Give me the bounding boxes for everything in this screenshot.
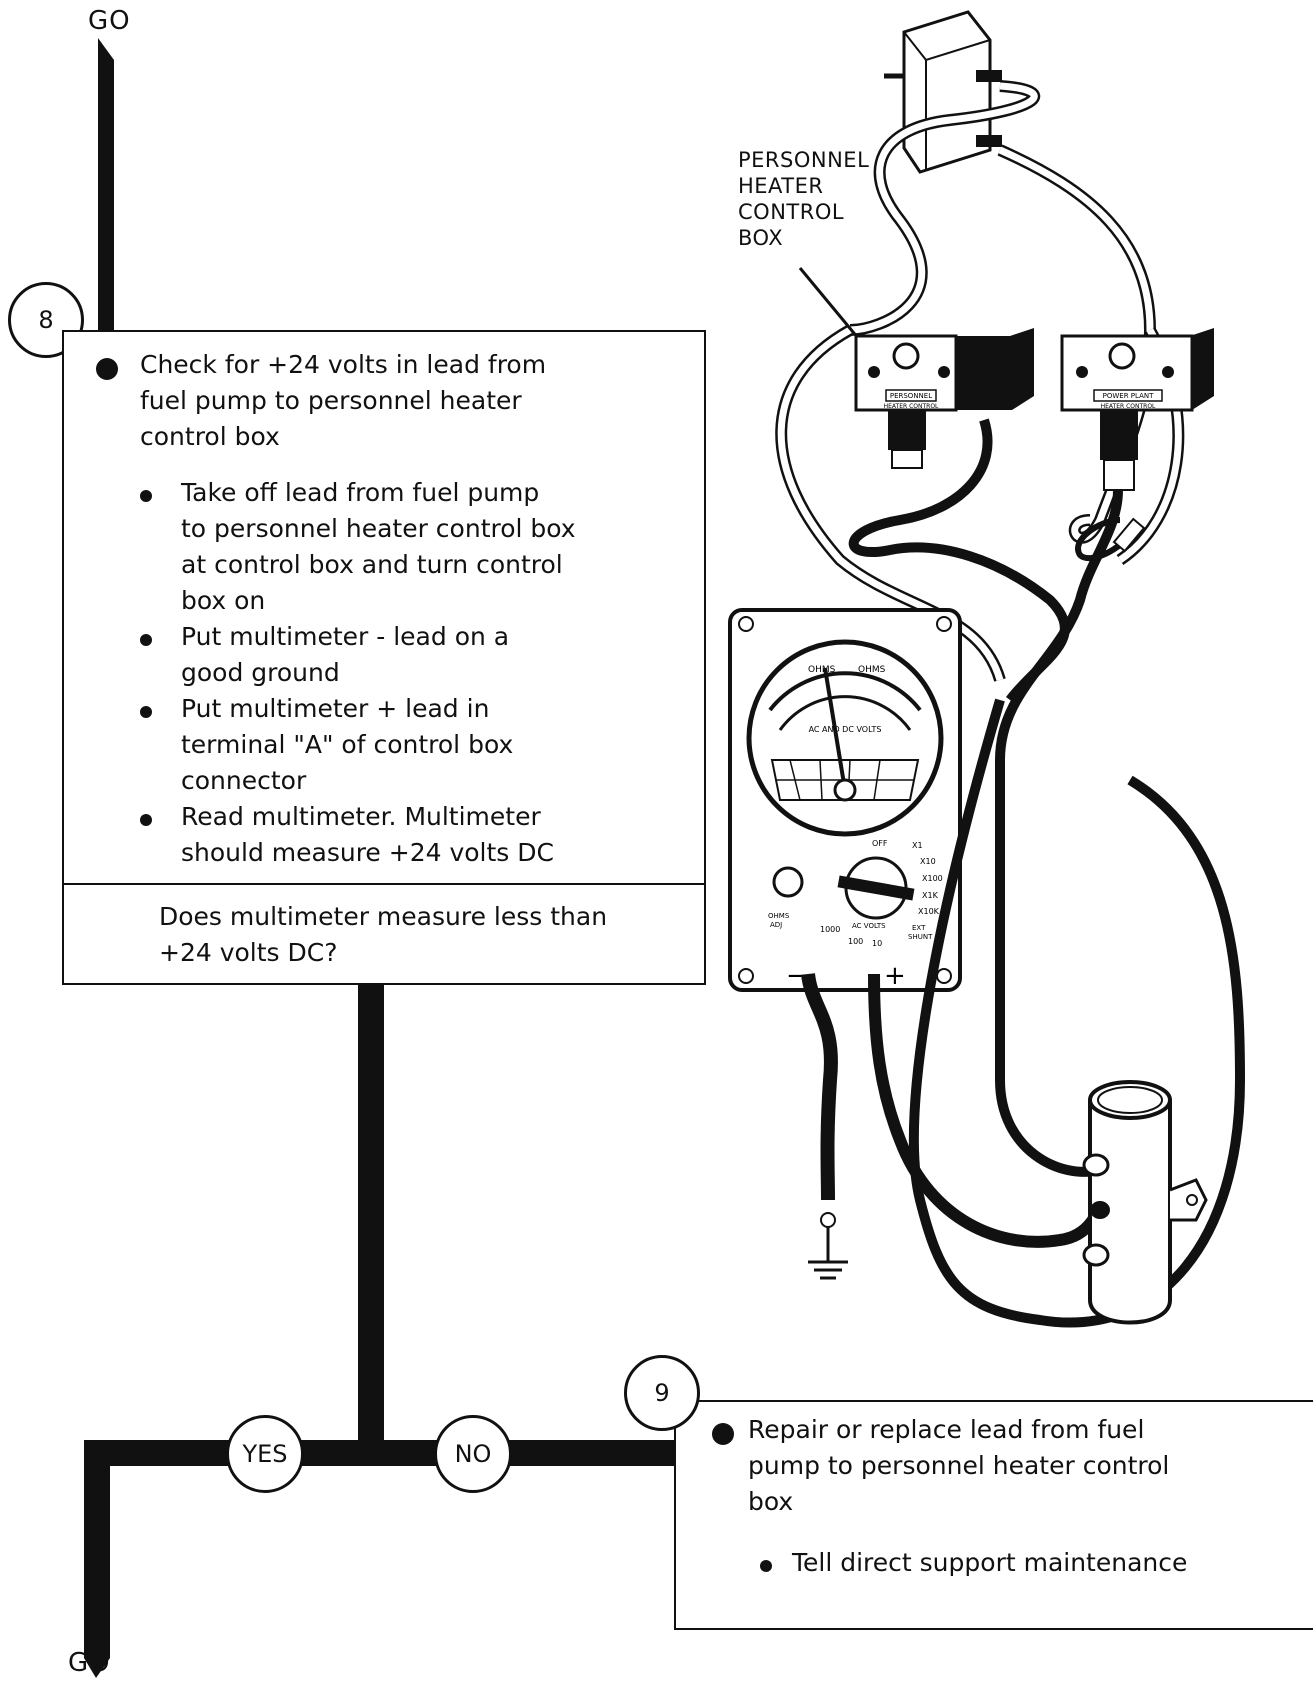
meter-x10k: X10K	[918, 907, 940, 916]
step-8-sub-bullet-3	[140, 706, 152, 718]
meter-off: OFF	[872, 839, 888, 848]
power-plant-heater-control-box: POWER PLANT HEATER CONTROL	[994, 328, 1214, 1177]
step-8-instructions-box: Check for +24 volts in lead from fuel pu…	[62, 330, 706, 885]
meter-x1: X1	[912, 841, 923, 850]
center-stem	[358, 984, 384, 1452]
step-9-main-text: Repair or replace lead from fuel pump to…	[748, 1415, 1170, 1516]
step-8-sub-text-1: Take off lead from fuel pump to personne…	[181, 478, 576, 615]
yes-no-branch	[84, 1440, 680, 1466]
step-8-main-bullet	[96, 358, 118, 380]
meter-ext: EXT	[912, 924, 926, 932]
box2-label: POWER PLANT	[1103, 392, 1154, 400]
meter-x10: X10	[920, 857, 936, 866]
step-8-sub-bullet-4	[140, 814, 152, 826]
step-8-question-box: Does multimeter measure less than +24 vo…	[62, 883, 706, 985]
meter-range-10: 10	[872, 939, 882, 948]
box1-label: PERSONNEL	[890, 392, 932, 400]
meter-ohms-adj-2: ADJ	[770, 921, 782, 929]
meter-x1k: X1K	[922, 891, 939, 900]
bottom-connector-line	[84, 1440, 110, 1678]
meter-range-1000: 1000	[820, 925, 840, 934]
no-decision: NO	[434, 1415, 512, 1493]
step-8-sub-bullet-2	[140, 634, 152, 646]
meter-shunt: SHUNT	[908, 933, 933, 941]
step-9-instructions-box: Repair or replace lead from fuel pump to…	[674, 1400, 1313, 1630]
step-8-sub-text-2: Put multimeter - lead on a good ground	[181, 622, 510, 687]
box1-sublabel: HEATER CONTROL	[884, 403, 939, 410]
step-8-sub-bullet-1	[140, 490, 152, 502]
meter-x100: X100	[922, 874, 943, 883]
step-8-main-text: Check for +24 volts in lead from fuel pu…	[140, 350, 547, 451]
box2-sublabel: HEATER CONTROL	[1101, 403, 1156, 410]
meter-scale-label: AC AND DC VOLTS	[809, 725, 882, 734]
fuel-pump	[1082, 1080, 1208, 1325]
multimeter: OHMS OHMS AC AND DC VOLTS OHMS ADJ OFF X…	[728, 608, 962, 992]
go-label-bottom: GO	[68, 1648, 111, 1678]
step-8-question-text: Does multimeter measure less than +24 vo…	[159, 902, 608, 967]
control-box-callout-label: PERSONNEL HEATER CONTROL BOX	[738, 148, 870, 250]
meter-range-100: 100	[848, 937, 863, 946]
step-9-sub-text-1: Tell direct support maintenance	[792, 1548, 1188, 1577]
go-label-top: GO	[88, 6, 131, 36]
meter-ohms-left: OHMS	[808, 665, 836, 675]
meter-ohms-right: OHMS	[858, 665, 886, 675]
top-connector-line	[98, 38, 114, 330]
step-9-sub-bullet-1	[760, 1560, 772, 1572]
meter-ohms-adj-1: OHMS	[768, 912, 790, 920]
step-9-main-bullet	[712, 1423, 734, 1445]
test-leads	[801, 698, 1246, 1328]
yes-decision: YES	[226, 1415, 304, 1493]
step-8-sub-text-4: Read multimeter. Multimeter should measu…	[181, 802, 554, 867]
meter-minus-jack: −	[786, 961, 808, 991]
meter-ac-volts: AC VOLTS	[852, 922, 886, 930]
step-9-number: 9	[624, 1355, 700, 1431]
step-8-sub-text-3: Put multimeter + lead in terminal "A" of…	[181, 694, 514, 795]
power-connector-block	[884, 10, 1002, 174]
meter-plus-jack: +	[884, 961, 906, 991]
